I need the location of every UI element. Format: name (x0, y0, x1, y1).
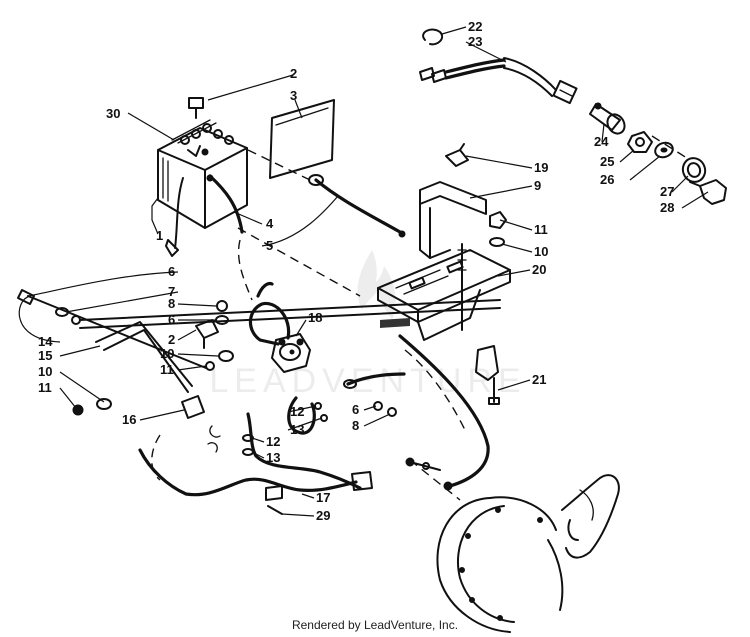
callout-2-battery-bolt: 2 (290, 66, 297, 81)
callout-17-pickup: 17 (316, 490, 330, 505)
callout-2-terminal: 2 (168, 332, 175, 347)
key-switch (589, 102, 626, 135)
battery-cable-positive (208, 174, 244, 234)
solenoid-cable-loop (248, 301, 291, 346)
washer-6b (215, 315, 229, 325)
callout-13-lower: 13 (266, 450, 280, 465)
callout-15-mount-rod: 15 (38, 348, 52, 363)
tray-washer (489, 237, 505, 247)
rubber-mount (475, 345, 499, 381)
callout-7-washer: 7 (168, 284, 175, 299)
footer-credit: Rendered by LeadVenture, Inc. (291, 618, 459, 632)
tray-bolt (488, 377, 500, 405)
mount-rod (95, 321, 193, 387)
battery-bracket (419, 181, 487, 259)
callout-23-harness: 23 (468, 34, 482, 49)
callout-16-clamp: 16 (122, 412, 136, 427)
main-cable (79, 299, 501, 321)
callout-27-bezel: 27 (660, 184, 674, 199)
watermark-logo (357, 250, 396, 320)
switch-nut (627, 131, 653, 153)
pin-29 (267, 505, 283, 515)
callout-22-clip: 22 (468, 19, 482, 34)
callout-10-washer: 10 (160, 346, 174, 361)
nut-8a (216, 300, 228, 312)
washer-10c (96, 398, 112, 410)
ignition-key (689, 179, 727, 205)
nut-6c (373, 401, 383, 411)
pickup-harness (138, 448, 358, 497)
callout-5-negative-cable: 5 (266, 238, 273, 253)
callout-4-positive-cable: 4 (266, 216, 274, 231)
harness-lower (246, 412, 362, 490)
callout-11-tray-nut: 11 (534, 222, 548, 237)
callout-19-clip: 19 (534, 160, 548, 175)
callout-13-upper: 13 (290, 422, 304, 437)
switch-washer (654, 141, 674, 159)
callout-14-long-bolt: 14 (38, 334, 53, 349)
switch-bezel (681, 157, 707, 183)
battery-bolt (188, 97, 204, 119)
callout-10-lower-washer: 10 (38, 364, 52, 379)
watermark-text: LEADVENTURE (209, 362, 526, 400)
recoil-housing (436, 474, 620, 633)
callout-1-vent-tube: 1 (156, 228, 163, 243)
vent-tube-end (165, 239, 179, 257)
washer-10b (218, 350, 234, 362)
routing-line-right (404, 349, 466, 431)
callout-3-battery-pad: 3 (290, 88, 297, 103)
callout-25-nut: 25 (600, 154, 614, 169)
wire-harness-top (419, 57, 578, 105)
harness-upper (287, 396, 316, 435)
callout-18-solenoid: 18 (308, 310, 322, 325)
bracket-clip (445, 143, 469, 167)
tray-nut (489, 211, 507, 229)
battery-cable-negative (314, 178, 402, 234)
routing-line-long (237, 227, 361, 297)
callout-28-key: 28 (660, 200, 674, 215)
callout-6-washer: 6 (168, 312, 175, 327)
callout-6-right: 6 (352, 402, 359, 417)
callout-11-lower-nut: 11 (38, 380, 52, 395)
nut-6a (71, 315, 81, 325)
starter-solenoid (271, 333, 311, 373)
callout-labels: 2 3 30 1 4 5 22 23 24 25 26 27 28 19 9 1… (38, 19, 674, 523)
routing-line-lower (409, 459, 461, 501)
routing-line-left (237, 239, 253, 301)
starter-lead (346, 372, 406, 386)
ground-cable (398, 334, 490, 488)
callout-20-tray: 20 (532, 262, 546, 277)
clip-ring (422, 28, 444, 46)
battery-pad (269, 99, 335, 179)
callout-6-nut: 6 (168, 264, 175, 279)
routing-line-harness (151, 434, 161, 481)
long-bolt (17, 289, 207, 369)
bolt-right (405, 457, 441, 471)
cable-clamp (181, 395, 205, 419)
callout-12-lower: 12 (266, 434, 280, 449)
callout-29-pin: 29 (316, 508, 330, 523)
vent-tube (174, 177, 184, 249)
callout-26-washer: 26 (600, 172, 614, 187)
leader-lines (18, 26, 709, 517)
callout-8-right: 8 (352, 418, 359, 433)
terminal-block (195, 319, 219, 339)
washer-13b (242, 448, 254, 456)
callout-12-upper: 12 (290, 404, 304, 419)
callout-30-battery: 30 (106, 106, 120, 121)
battery (157, 119, 248, 229)
callout-11-nut: 11 (160, 362, 174, 377)
callout-9-bracket: 9 (534, 178, 541, 193)
routing-line-top (247, 149, 311, 181)
callout-21-tray-bolt: 21 (532, 372, 546, 387)
callout-10-tray-washer: 10 (534, 244, 548, 259)
callout-24-key-switch: 24 (594, 134, 609, 149)
callout-8-nut: 8 (168, 296, 175, 311)
nut-8b (387, 407, 397, 417)
clip-wire (207, 425, 221, 453)
